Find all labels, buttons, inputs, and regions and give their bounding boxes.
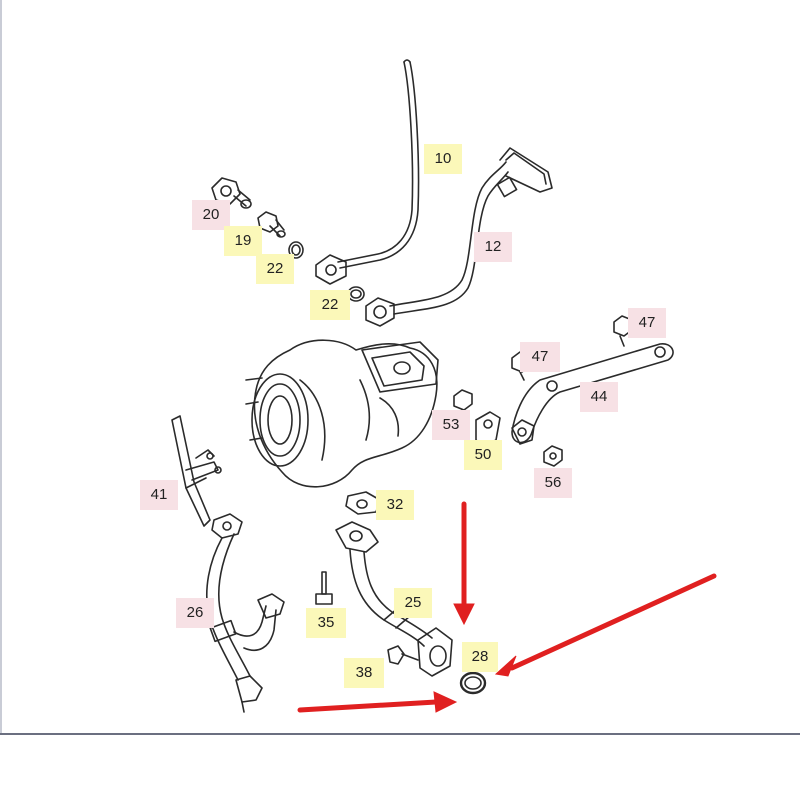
part-38-bolt: [387, 645, 419, 665]
callout-20: 20: [192, 200, 230, 230]
part-56-nut: [543, 445, 563, 467]
highlight-arrows: [297, 501, 717, 713]
callout-47-b: 47: [520, 342, 560, 372]
part-41-shield: [171, 415, 222, 527]
callout-10: 10: [424, 144, 462, 174]
turbocharger: [245, 339, 439, 488]
callout-12: 12: [474, 232, 512, 262]
part-28-oring: [459, 671, 487, 695]
callout-28: 28: [462, 642, 498, 672]
callout-22-a: 22: [256, 254, 294, 284]
part-10-oil-pipe: [315, 59, 420, 285]
part-44-bracket: [511, 343, 674, 445]
arrow-left: [494, 573, 717, 677]
callout-50: 50: [464, 440, 502, 470]
bottom-rule: [0, 733, 800, 735]
part-22-washer-a: [288, 241, 304, 259]
callout-32: 32: [376, 490, 414, 520]
frame-border: [0, 0, 2, 734]
arrow-down: [453, 501, 475, 626]
callout-56: 56: [534, 468, 572, 498]
arrow-right: [297, 691, 458, 713]
callout-22-b: 22: [310, 290, 350, 320]
callout-35: 35: [306, 608, 346, 638]
callout-19: 19: [224, 226, 262, 256]
callout-38: 38: [344, 658, 384, 688]
callout-44: 44: [580, 382, 618, 412]
part-35-bolt: [315, 571, 333, 605]
callout-26: 26: [176, 598, 214, 628]
part-12-return-pipe: [365, 147, 553, 327]
part-26-pipe: [205, 513, 285, 713]
callout-41: 41: [140, 480, 178, 510]
part-19-bolt: [257, 211, 286, 238]
callout-25: 25: [394, 588, 432, 618]
part-32-gasket: [345, 491, 381, 515]
callout-53: 53: [432, 410, 470, 440]
callout-47-a: 47: [628, 308, 666, 338]
part-25-pipe: [335, 521, 453, 677]
